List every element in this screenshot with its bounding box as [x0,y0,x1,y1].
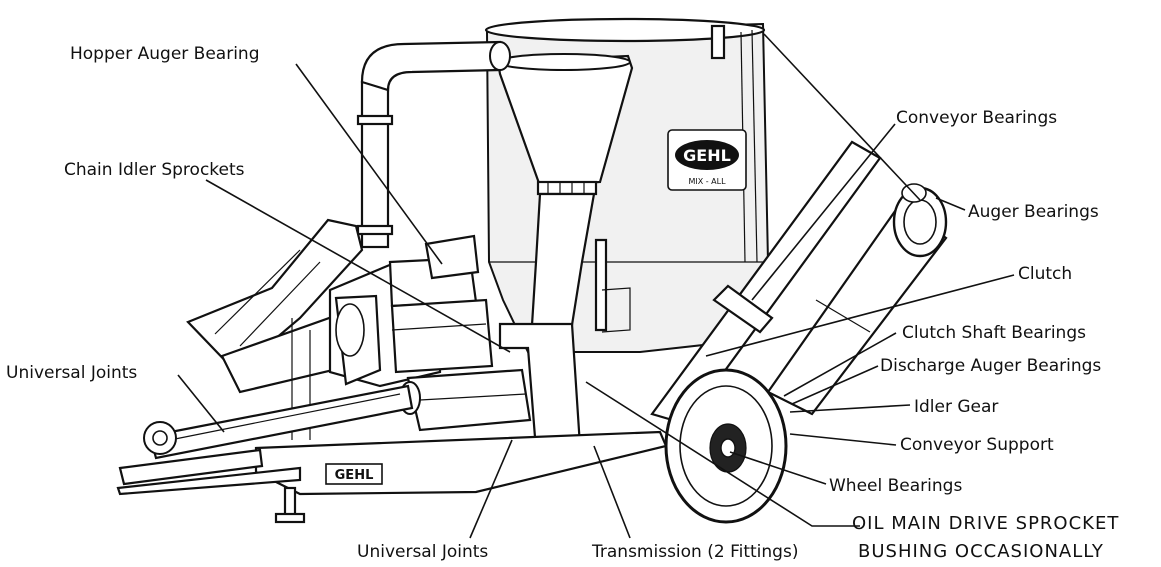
label-idler-gear: Idler Gear [914,397,999,417]
gehl-badge: GEHL MIX - ALL [667,129,747,191]
label-universal-joints-left: Universal Joints [6,363,138,383]
label-clutch-shaft-bearings: Clutch Shaft Bearings [902,323,1086,343]
blower-pipe [356,40,511,249]
label-discharge-auger-bearings: Discharge Auger Bearings [880,356,1102,376]
label-oil-main-drive-line1: OIL MAIN DRIVE SPROCKET [852,513,1120,534]
label-chain-idler-sprockets: Chain Idler Sprockets [64,160,245,180]
label-universal-joints-bottom: Universal Joints [357,542,489,562]
pto-shaft [143,384,414,460]
trailer-frame: GEHL [116,430,668,524]
label-transmission: Transmission (2 Fittings) [592,542,799,562]
grinder-hopper [186,218,494,440]
label-auger-bearings: Auger Bearings [968,202,1099,222]
frame-logo: GEHL [335,468,374,483]
wheel [664,368,788,524]
label-conveyor-support: Conveyor Support [900,435,1054,455]
label-oil-main-drive-line2: BUSHING OCCASIONALLY [858,541,1104,562]
label-wheel-bearings: Wheel Bearings [829,476,963,496]
label-conveyor-bearings: Conveyor Bearings [896,108,1058,128]
mixer-tank [484,17,770,353]
label-clutch: Clutch [1018,264,1073,284]
label-hopper-auger-bearing: Hopper Auger Bearing [70,44,260,64]
badge-text: GEHL [683,146,731,165]
leader-lines [177,33,1015,539]
badge-subtext: MIX - ALL [688,177,726,186]
